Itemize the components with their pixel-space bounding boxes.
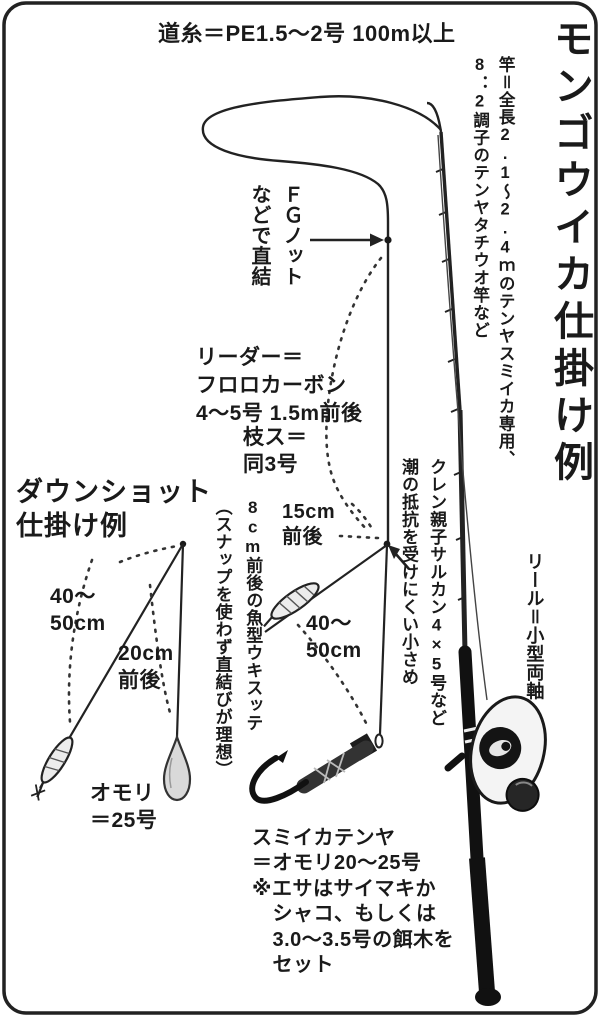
tenya-hook bbox=[249, 755, 309, 804]
swivel-label: クレン親子サルカン4×5号など 潮の抵抗を受けにくい小さめ bbox=[399, 458, 447, 727]
reel-drawing bbox=[469, 695, 547, 812]
swivel-arrow bbox=[388, 545, 410, 570]
downshot-rig bbox=[30, 540, 192, 802]
rod-spec-label: 竿＝全長2.1〜2.4ｍのテンヤスミイカ専用、 8：2調子のテンヤタチウオ竿など bbox=[470, 56, 515, 468]
squid-jig-drawing bbox=[30, 736, 74, 801]
teardrop-sinker-drawing bbox=[162, 733, 192, 802]
span-arcs-main bbox=[296, 256, 383, 729]
tenya-label: スミイカテンヤ ＝オモリ20〜25号 ※エサはサイマキか シャコ、もしくは 3.… bbox=[252, 827, 455, 976]
dropper-branch bbox=[263, 544, 388, 633]
downshot-title: ダウンショット 仕掛け例 bbox=[16, 477, 212, 541]
snap bbox=[374, 733, 384, 749]
tenya-drop bbox=[374, 544, 389, 749]
tenya-drawing bbox=[249, 733, 378, 804]
fg-knot-arrow bbox=[310, 233, 384, 247]
span-40-50-mid-label: 40〜 50cm bbox=[306, 612, 362, 663]
float-lure-label: 8cm前後の魚型ウキスッテ （スナップを使わず直結びが理想） bbox=[212, 498, 263, 778]
fg-knot-label: ＦＧノット などで直結 bbox=[248, 184, 302, 287]
span-15cm-label: 15cm 前後 bbox=[282, 501, 336, 548]
figure-title: モンゴウイカ仕掛け例 bbox=[548, 18, 592, 488]
reel-handle-knob bbox=[505, 777, 540, 812]
float-lure-drawing bbox=[263, 582, 320, 628]
leader-label: リーダー＝ フロロカーボン 4〜5号 1.5m前後 bbox=[196, 346, 363, 425]
main-line-label: 道糸＝PE1.5〜2号 100m以上 bbox=[158, 21, 456, 46]
branch-line-label: 枝ス＝ 同3号 bbox=[243, 426, 308, 477]
span-40-50-left-label: 40〜 50cm bbox=[50, 585, 106, 636]
sinker-label: オモリ ＝25号 bbox=[90, 782, 158, 833]
span-20cm-label: 20cm 前後 bbox=[118, 642, 174, 693]
fg-knot-point bbox=[384, 236, 392, 244]
reel-label: リール＝小型両軸 bbox=[524, 552, 545, 700]
